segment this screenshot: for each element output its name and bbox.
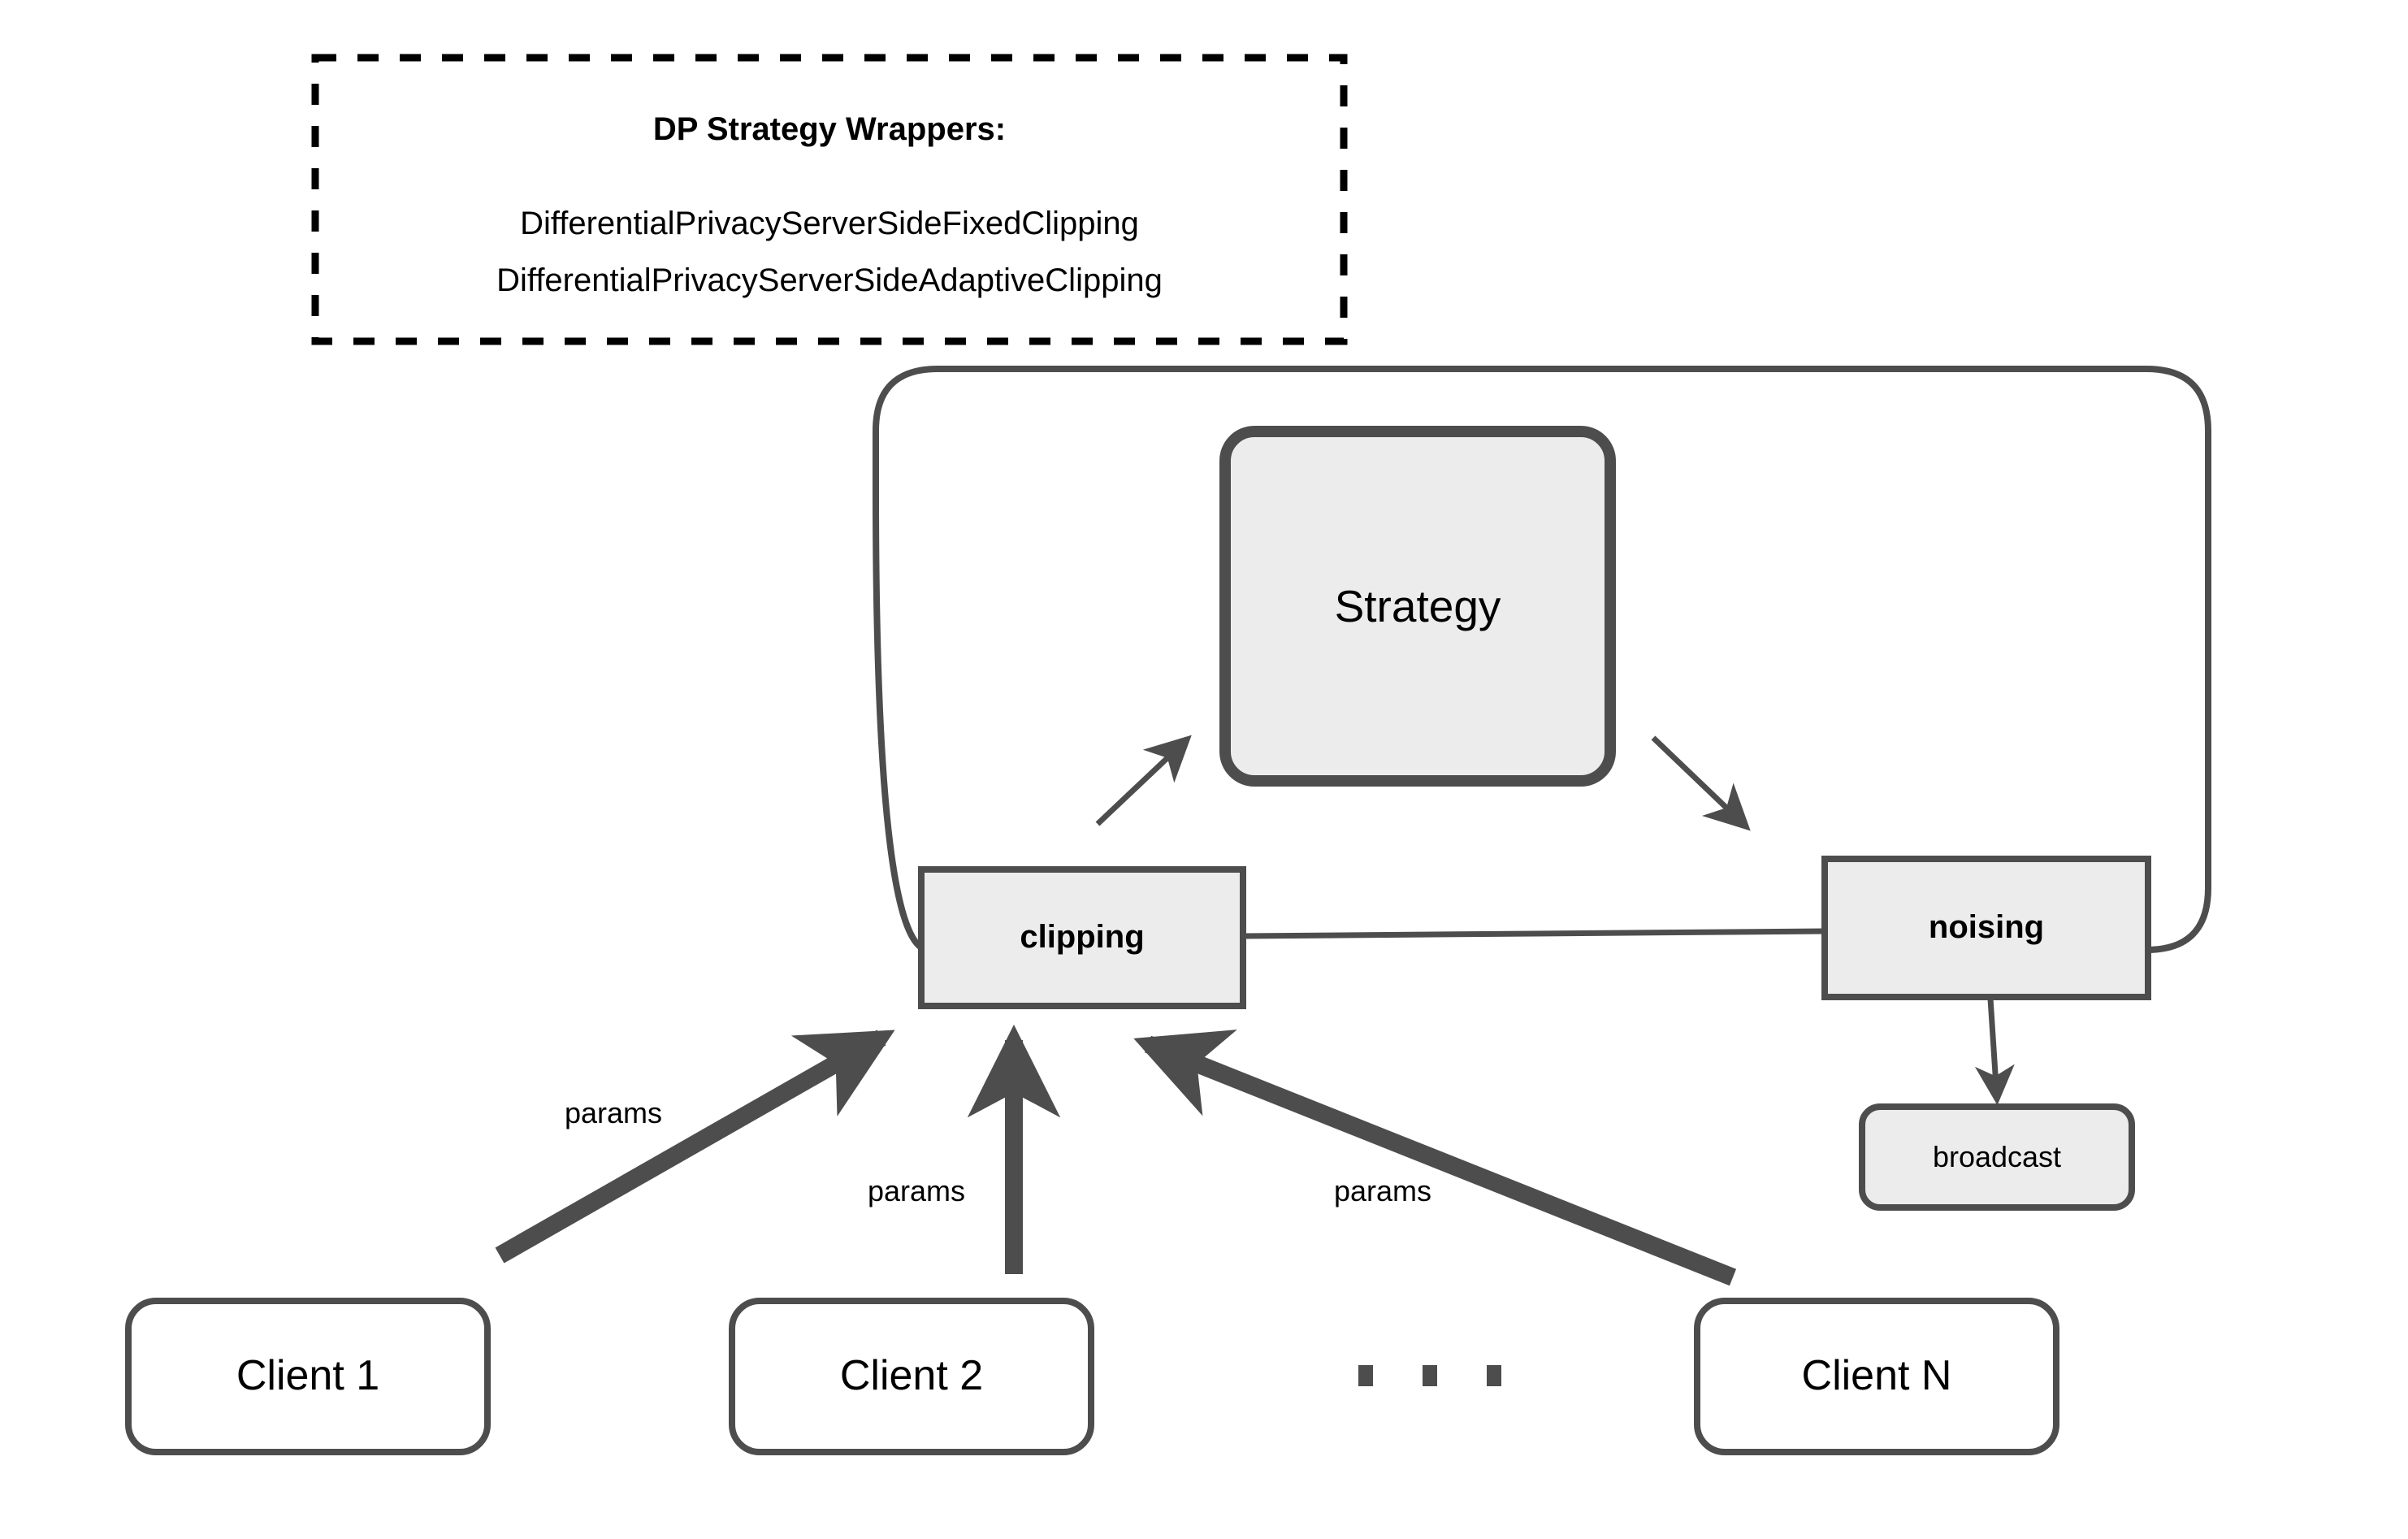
ellipsis-dot-1 [1358, 1365, 1373, 1386]
edge-noising-to-broadcast [1974, 998, 2015, 1106]
strategy-label[interactable]: Strategy [1334, 580, 1501, 631]
dp-wrapper-item-1: DifferentialPrivacyServerSideAdaptiveCli… [496, 262, 1163, 298]
ellipsis-dot-2 [1423, 1365, 1437, 1386]
edge-label-params-2: params [867, 1173, 966, 1207]
broadcast-label[interactable]: broadcast [1932, 1139, 2062, 1173]
edge-label-params-3: params [1333, 1173, 1432, 1207]
dp-wrapper-note-title: DP Strategy Wrappers: [652, 111, 1007, 148]
dp-wrapper-item-0: DifferentialPrivacyServerSideFixedClippi… [520, 206, 1139, 241]
edge-client-1-to-clipping [495, 1030, 895, 1264]
edge-clipping-to-strategy [1095, 735, 1192, 826]
edge-client-n-to-clipping [1133, 1030, 1737, 1286]
edge-strategy-to-noising [1651, 735, 1751, 831]
edge-clipping-to-noising [1242, 928, 1825, 939]
edge-label-params-1: params [564, 1095, 663, 1129]
client-1-label[interactable]: Client 1 [236, 1352, 380, 1400]
noising-label[interactable]: noising [1928, 909, 2045, 946]
client-2-label[interactable]: Client 2 [839, 1352, 984, 1400]
client-n-label[interactable]: Client N [1801, 1352, 1952, 1400]
ellipsis-dot-3 [1487, 1365, 1501, 1386]
clipping-label[interactable]: clipping [1020, 919, 1145, 956]
